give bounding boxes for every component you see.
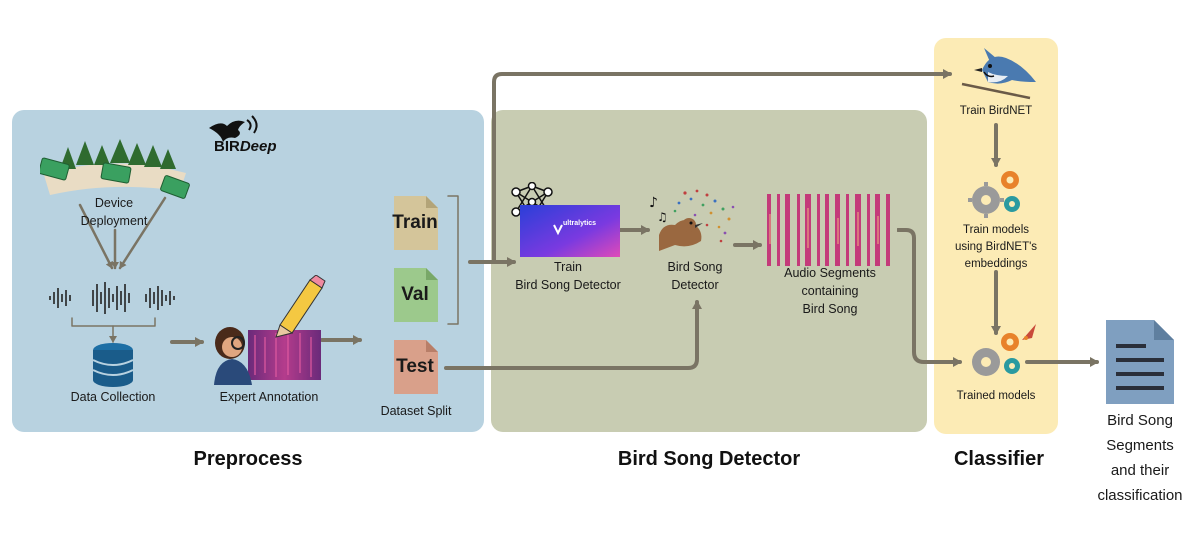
ultralytics-logo-icon [520,205,620,257]
brand-prefix: BIR [214,138,240,155]
svg-text:♪: ♪ [649,195,658,211]
bracket-waveforms [71,317,156,327]
classifier-title: Classifier [953,448,1045,470]
val-document-icon [394,268,438,322]
detector-panel [491,110,927,432]
test-document-icon [394,340,438,394]
expert-annotation-icon [214,275,326,385]
pencil-icon [275,275,326,338]
output-document-icon [1106,320,1174,404]
ultralytics-logo-text: ultralytics [563,220,597,227]
arrow-test-detector [444,300,702,370]
train-document-icon [394,196,438,250]
spectrogram-segments-icon [765,194,897,266]
train-split-label: Train [392,212,438,233]
svg-text:♫: ♫ [657,210,668,224]
trained-models-label: Trained models [956,390,1036,402]
database-icon [92,343,134,387]
arrow-segments-trained [896,228,962,367]
brand-suffix: Deep [239,138,277,155]
arrow-deploy-right [118,196,167,270]
gears-icon [968,171,1020,218]
person-icon [214,327,252,385]
val-split-label: Val [401,284,429,305]
bracket-train-val [447,195,459,325]
bird-song-detector-title: Bird Song Detector [617,448,801,470]
trained-models-gears-icon [972,324,1036,376]
birdeep-logo-text: BIRDeep [214,138,277,155]
arrow-deploy-left [78,203,114,270]
birdeep-logo-icon [209,115,258,142]
arrow-to-birdnet [492,69,952,264]
dataset-split-label: Dataset Split [380,404,452,418]
preprocess-title: Preprocess [193,448,303,470]
blue-jay-bird-icon [961,48,1036,100]
train-birdnet-label: Train BirdNET [959,105,1033,117]
waveform-icon [49,282,175,314]
recorder-device-icon [40,157,190,199]
test-split-label: Test [396,356,434,377]
forest-deployment-icon [40,139,190,199]
expert-annotation-label: Expert Annotation [219,390,319,404]
data-collection-label: Data Collection [70,390,156,404]
bird-song-detector-icon: ♪ ♫ [649,189,735,251]
rocket-icon [1022,324,1036,340]
